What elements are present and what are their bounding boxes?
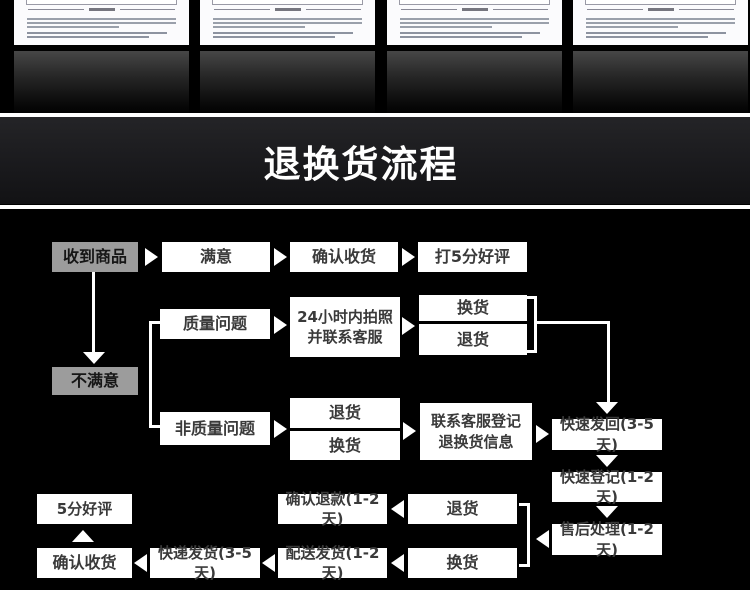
flow-arrow-right-icon (536, 425, 549, 443)
node-fast-return: 快速发回(3-5天) (552, 415, 662, 454)
certificate-card (573, 0, 748, 45)
certificate-contact-line (27, 32, 167, 34)
certificate-card (200, 0, 375, 45)
certificate-contact-line (213, 32, 353, 34)
node-express-ship: 快递发货(3-5天) (150, 544, 260, 582)
node-exchange-final: 换货 (408, 548, 517, 578)
node-confirm-receipt-bottom: 确认收货 (37, 548, 132, 578)
certificate-divider (401, 8, 548, 11)
certificate-frame (399, 0, 550, 5)
certificate-text-line (586, 18, 735, 20)
certificate-text-line (27, 22, 176, 24)
certificate-frame (212, 0, 363, 5)
node-unsatisfied: 不满意 (52, 367, 138, 395)
node-confirm-refund: 确认退款(1-2天) (278, 490, 387, 528)
node-fast-register: 快速登记(1-2天) (552, 468, 662, 506)
certificate-card (14, 0, 189, 45)
flow-bracket-line (526, 296, 537, 299)
flow-bracket-line (149, 321, 160, 324)
certificate-text-line (27, 18, 176, 20)
certificate-text-line (213, 26, 305, 28)
certificate-contact-line (400, 32, 540, 34)
certificate-text-line (213, 18, 362, 20)
flow-bracket-line (526, 350, 537, 353)
flow-line (607, 321, 610, 402)
certificate-contact-line (400, 36, 522, 38)
certificate-text-line (213, 22, 362, 24)
flow-bracket-line (149, 425, 160, 428)
node-non-quality-issue: 非质量问题 (160, 412, 270, 445)
node-five-star-review-top: 打5分好评 (418, 242, 527, 272)
node-delivery-ship: 配送发货(1-2天) (278, 544, 387, 582)
flow-bracket-line (149, 321, 152, 428)
certificate-text-line (400, 18, 549, 20)
flow-line (92, 272, 95, 352)
certificate-reflection (200, 51, 375, 115)
node-photo-24h: 24小时内拍照 并联系客服 (290, 297, 400, 357)
flow-arrow-right-icon (274, 316, 287, 334)
flow-arrow-left-icon (391, 500, 404, 518)
flow-arrow-left-icon (134, 554, 147, 572)
flow-bracket-line (534, 296, 537, 353)
node-exchange-quality: 换货 (419, 295, 527, 321)
certificate-reflection (573, 51, 748, 115)
flow-arrow-left-icon (391, 554, 404, 572)
node-confirm-receipt-top: 确认收货 (290, 242, 398, 272)
flow-arrow-right-icon (145, 248, 158, 266)
certificate-contact-line (586, 32, 726, 34)
node-contact-service: 联系客服登记 退换货信息 (420, 403, 532, 460)
flow-arrow-right-icon (402, 248, 415, 266)
flow-line (536, 321, 610, 324)
flow-arrow-down-icon (83, 352, 105, 364)
node-received-goods: 收到商品 (52, 242, 138, 272)
flow-arrow-down-icon (596, 506, 618, 518)
banner-top-rule (0, 113, 750, 117)
certificate-text-line (400, 26, 492, 28)
node-five-star-review-bottom: 5分好评 (37, 494, 132, 524)
certificate-contact-line (213, 36, 335, 38)
certificate-frame (585, 0, 736, 5)
certificate-contact-line (27, 36, 149, 38)
certificate-text-line (400, 22, 549, 24)
node-return-quality: 退货 (419, 324, 527, 355)
flow-arrow-right-icon (274, 248, 287, 266)
flow-arrow-left-icon (536, 530, 549, 548)
flow-arrow-right-icon (402, 317, 415, 335)
certificate-card (387, 0, 562, 45)
flow-arrow-up-icon (72, 530, 94, 542)
banner-bottom-rule (0, 205, 750, 209)
certificate-text-line (586, 22, 735, 24)
flow-bracket-line (527, 503, 530, 567)
node-satisfied: 满意 (162, 242, 270, 272)
certificate-text-line (586, 26, 678, 28)
section-banner: 退换货流程 (0, 117, 750, 204)
flow-arrow-down-icon (596, 455, 618, 467)
certificate-reflection (387, 51, 562, 115)
certificate-divider (214, 8, 361, 11)
flow-arrow-right-icon (274, 420, 287, 438)
node-return-final: 退货 (408, 494, 517, 524)
certificate-divider (587, 8, 734, 11)
certificate-divider (28, 8, 175, 11)
flow-arrow-left-icon (262, 554, 275, 572)
certificate-frame (26, 0, 177, 5)
node-return-nonquality: 退货 (290, 398, 400, 428)
node-aftersales: 售后处理(1-2天) (552, 520, 662, 559)
flow-arrow-right-icon (403, 422, 416, 440)
flow-bracket-line (519, 503, 530, 506)
certificate-contact-line (586, 36, 708, 38)
node-exchange-nonquality: 换货 (290, 431, 400, 460)
flow-bracket-line (519, 564, 530, 567)
certificate-reflection (14, 51, 189, 115)
certificate-text-line (27, 26, 119, 28)
node-quality-issue: 质量问题 (160, 309, 270, 339)
section-title: 退换货流程 (263, 142, 459, 186)
flow-arrow-down-icon (596, 402, 618, 414)
